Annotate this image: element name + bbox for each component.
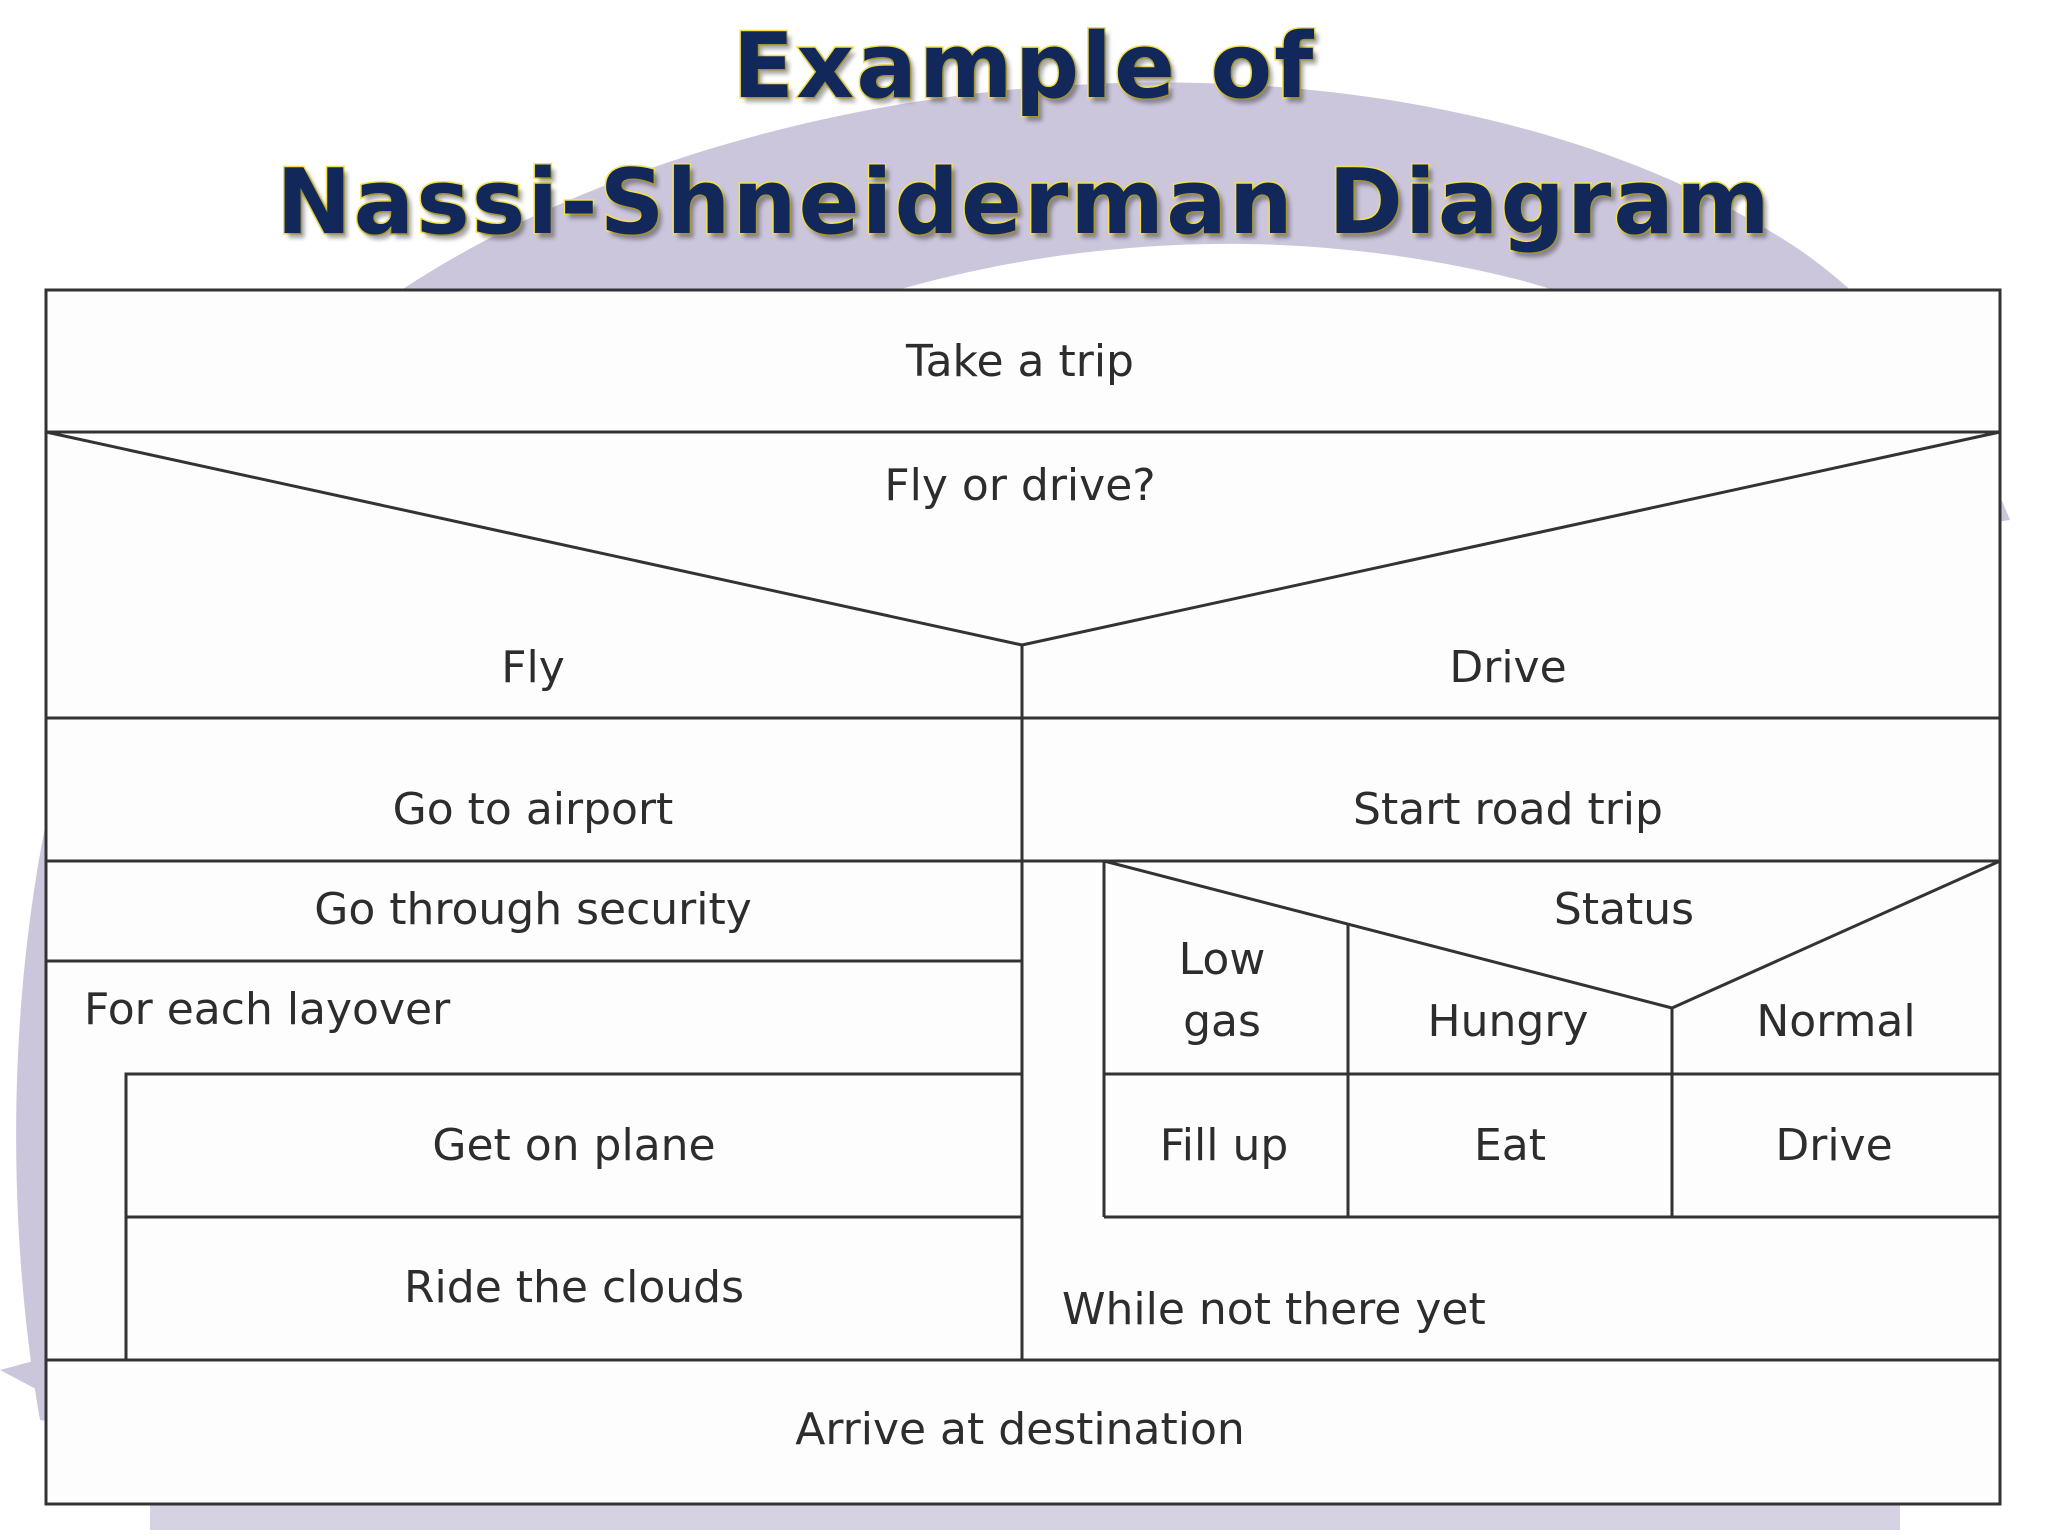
decision-fly-or-drive: Fly or drive? — [884, 460, 1155, 511]
step-arrive-at-destination: Arrive at destination — [795, 1404, 1245, 1455]
title-line-2: Nassi-Shneiderman Diagram — [275, 150, 1772, 255]
loop-for-each-layover: For each layover — [84, 984, 451, 1035]
decision-left-diagonal — [45, 430, 1023, 647]
step-ride-the-clouds: Ride the clouds — [404, 1262, 744, 1313]
decision-right-diagonal — [1021, 430, 2001, 647]
case-hungry: Hungry — [1428, 996, 1589, 1047]
loop-while-not-there-yet: While not there yet — [1062, 1284, 1486, 1335]
action-eat: Eat — [1474, 1120, 1546, 1171]
step-go-to-airport: Go to airport — [393, 784, 674, 835]
branch-label-drive: Drive — [1449, 642, 1566, 693]
step-go-through-security: Go through security — [314, 884, 752, 935]
step-get-on-plane: Get on plane — [432, 1120, 715, 1171]
case-selector-status: Status — [1554, 884, 1694, 935]
branch-label-fly: Fly — [501, 642, 565, 693]
step-start-road-trip: Start road trip — [1353, 784, 1663, 835]
case-low-gas-line1: Low — [1179, 934, 1266, 985]
case-left-diagonal — [1103, 859, 1673, 1010]
case-right-diagonal — [1671, 859, 2001, 1010]
action-fill-up: Fill up — [1160, 1120, 1289, 1171]
action-drive: Drive — [1775, 1120, 1892, 1171]
loop-body-border — [124, 1072, 1022, 1360]
step-take-a-trip: Take a trip — [905, 336, 1134, 387]
diagram-frame — [44, 288, 2002, 1506]
case-low-gas-line2: gas — [1183, 996, 1261, 1047]
case-normal: Normal — [1756, 996, 1915, 1047]
title-line-1: Example of — [731, 14, 1316, 119]
